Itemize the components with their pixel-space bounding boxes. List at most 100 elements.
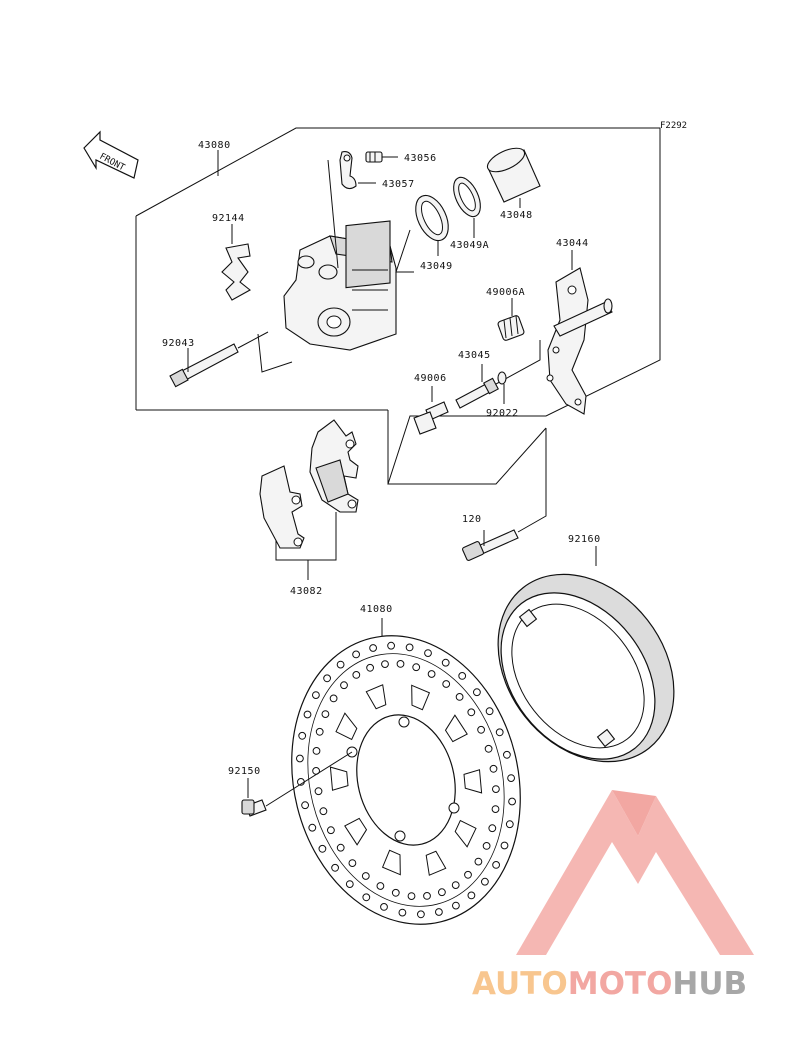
vent-hole: [435, 908, 443, 916]
vent-hole: [340, 681, 348, 690]
vent-hole: [366, 663, 375, 672]
vent-hole: [477, 725, 486, 734]
vent-hole: [301, 801, 310, 810]
vent-hole: [505, 820, 514, 829]
vent-hole: [424, 649, 432, 657]
vent-hole: [327, 826, 335, 835]
bolt-pin: [413, 386, 449, 435]
vent-hole: [474, 857, 483, 866]
vent-hole: [405, 643, 414, 652]
vent-hole: [491, 805, 500, 813]
vent-hole: [348, 859, 357, 867]
label-caliper-assy: 43080: [198, 140, 231, 151]
watermark-hub: HUB: [672, 966, 747, 1002]
vent-hole: [423, 892, 431, 900]
label-dust-seal: 43049A: [450, 240, 489, 251]
disc-slot: [335, 712, 358, 741]
vent-hole: [321, 710, 330, 718]
front-arrow-icon: FRONT: [83, 130, 139, 179]
vent-hole: [458, 672, 467, 680]
vent-hole: [398, 908, 407, 917]
disc-slot: [444, 714, 468, 743]
vent-hole: [315, 727, 324, 736]
label-boot: 49006A: [486, 287, 525, 298]
slide-pin: [455, 340, 541, 409]
vent-hole: [314, 787, 323, 796]
brake-pads: [259, 419, 359, 580]
vent-hole: [345, 880, 354, 888]
vent-hole: [298, 731, 307, 740]
label-pad-pin: 92043: [162, 338, 195, 349]
vent-hole: [352, 650, 361, 659]
vent-hole: [500, 841, 509, 850]
vent-hole: [369, 644, 378, 652]
disc-slot: [381, 849, 401, 876]
vent-hole: [482, 842, 491, 850]
vent-hole: [481, 877, 489, 886]
watermark-moto: MOTO: [568, 966, 673, 1002]
label-bolt-pin: 49006: [414, 373, 447, 384]
vent-hole: [296, 754, 304, 763]
label-bracket-bolt: 120: [462, 514, 482, 525]
disc-slot: [463, 769, 483, 794]
vent-hole: [495, 728, 504, 737]
caliper-assembly-outline: [135, 127, 661, 485]
vent-hole: [380, 903, 388, 911]
vent-hole: [352, 671, 361, 679]
piston: [486, 147, 541, 208]
disc-slots: [329, 684, 483, 876]
pad-spring: [221, 224, 251, 301]
vent-hole: [329, 694, 338, 703]
disc-slot: [329, 766, 349, 791]
disc-slot: [344, 817, 368, 846]
vent-hole: [442, 680, 451, 688]
disc-slot: [425, 850, 447, 876]
disc-slot: [411, 684, 431, 711]
vent-hole: [391, 888, 400, 897]
vent-hole: [412, 663, 421, 672]
vent-hole: [492, 861, 501, 869]
vent-hole: [319, 807, 328, 816]
vent-hole: [452, 901, 460, 910]
vent-hole: [323, 674, 332, 683]
vent-hole: [451, 881, 460, 889]
vent-hole: [362, 893, 371, 902]
vent-hole: [484, 744, 493, 753]
disc-vent-holes: [296, 641, 516, 919]
vent-hole: [473, 688, 481, 697]
vent-hole: [489, 764, 498, 773]
label-slide-pin: 43045: [458, 350, 491, 361]
label-bleed-valve: 43056: [404, 153, 437, 164]
vent-hole: [396, 660, 405, 668]
vent-hole: [467, 708, 476, 717]
vent-hole: [427, 670, 436, 678]
vent-hole: [312, 691, 320, 699]
bracket-bolt: [462, 428, 547, 561]
dust-seal: [453, 176, 481, 238]
label-disc: 41080: [360, 604, 393, 615]
vent-hole: [381, 660, 389, 668]
vent-hole: [467, 891, 476, 900]
label-guard: 92160: [568, 534, 601, 545]
vent-hole: [455, 693, 464, 701]
vent-hole: [308, 823, 317, 832]
vent-hole: [336, 660, 345, 669]
vent-hole: [503, 750, 511, 759]
vent-hole: [387, 641, 396, 650]
disc-bolt: [241, 778, 267, 817]
bleed-valve: [365, 151, 398, 163]
label-piston-seal: 43049: [420, 261, 453, 272]
vent-hole: [331, 863, 340, 872]
brake-disc: [265, 618, 521, 925]
vent-hole: [361, 872, 370, 880]
watermark-auto: AUTO: [472, 966, 568, 1002]
caliper-bracket: [546, 250, 613, 415]
vent-hole: [507, 774, 516, 782]
pad-pin: [169, 331, 269, 388]
vent-hole: [303, 710, 312, 719]
piston-seal: [415, 194, 449, 256]
label-disc-bolt: 92150: [228, 766, 261, 777]
vent-hole: [485, 707, 494, 716]
vent-hole: [508, 797, 516, 806]
